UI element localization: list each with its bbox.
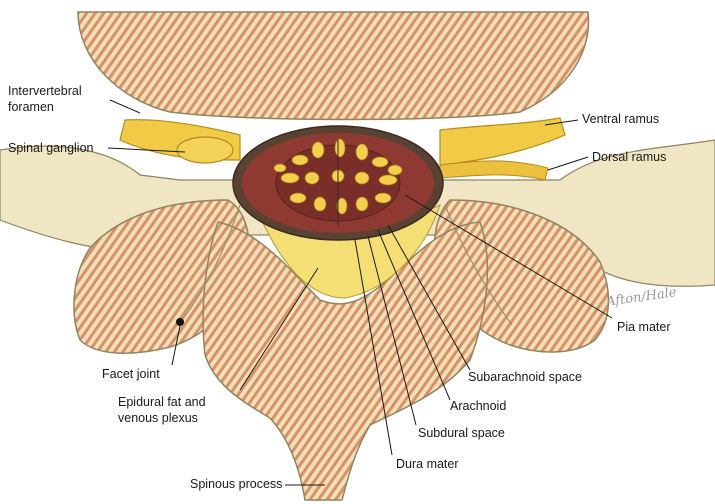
label-epidural-fat-line2: venous plexus — [118, 411, 198, 425]
spinal-nerve-right — [439, 117, 566, 166]
label-dura-mater: Dura mater — [396, 457, 459, 471]
label-intervertebral-foramen-line2: foramen — [8, 100, 54, 114]
spinous-process-bone — [202, 221, 489, 501]
label-subarachnoid-space: Subarachnoid space — [468, 370, 582, 384]
vertebral-body — [77, 11, 590, 121]
label-subdural-space: Subdural space — [418, 426, 505, 440]
leader-lines — [107, 99, 613, 486]
label-facet-joint: Facet joint — [102, 367, 160, 381]
spinal-ganglion — [176, 136, 234, 164]
label-pia-mater: Pia mater — [617, 320, 671, 334]
label-spinous-process: Spinous process — [190, 477, 283, 491]
label-epidural-fat-line1: Epidural fat and — [118, 395, 206, 409]
label-dorsal-ramus: Dorsal ramus — [592, 150, 667, 164]
facet-joint-marker — [176, 318, 184, 326]
label-spinal-ganglion: Spinal ganglion — [8, 141, 94, 155]
label-intervertebral-foramen-line1: Intervertebral — [8, 84, 82, 98]
dorsal-ramus-nerve — [439, 160, 549, 181]
label-ventral-ramus: Ventral ramus — [582, 112, 660, 126]
label-arachnoid: Arachnoid — [450, 399, 507, 413]
